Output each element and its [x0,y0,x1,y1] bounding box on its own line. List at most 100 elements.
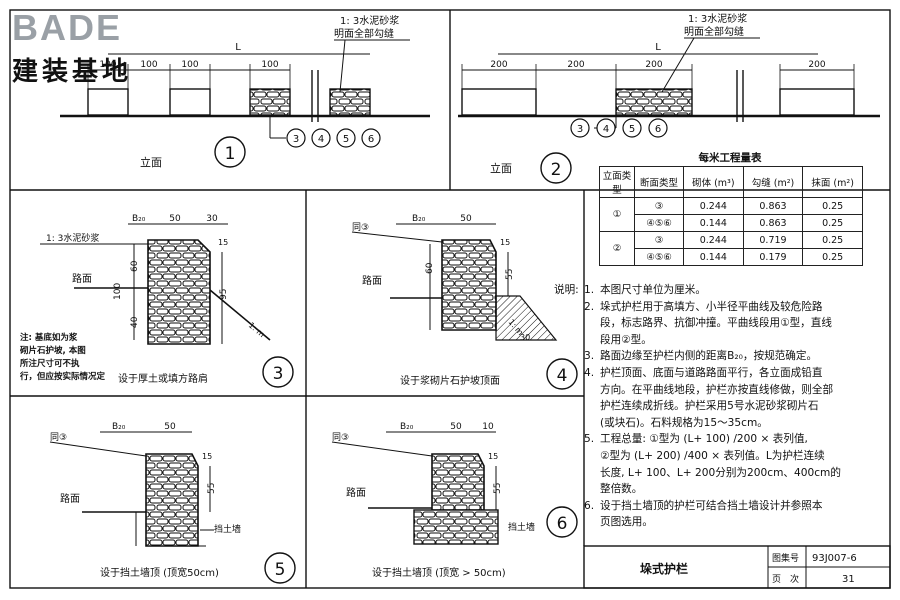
caption: 设于厚土或填方路肩 [118,372,208,385]
dim-55: 55 [493,483,503,494]
table-title: 每米工程量表 [699,151,762,164]
pier [461,88,537,116]
table-header: 断面类型 [634,166,684,198]
dim-40: 40 [130,316,140,328]
ref-label: 同③ [332,432,349,443]
ref-label: 同③ [50,432,67,443]
note-number: 1. [584,284,595,296]
logo: BADE 建装基地 [12,7,132,87]
logo-brand: BADE [12,7,122,48]
note-text: 工程总量: ①型为 (L+ 100) /200 × 表列值, [600,433,808,446]
table-header-row: 立面类型 断面类型 砌体 (m³) 勾缝 (m²) 抹面 (m²) [599,166,863,198]
table-cell: 0.863 [742,214,804,232]
ref-label: 同③ [352,222,369,233]
table-row: ① ③ 0.244 0.863 0.25 [599,197,863,232]
dim-total: L [655,42,661,53]
caption: 设于挡土墙顶 (顶宽 > 50cm) [372,566,506,579]
table-row: ④⑤⑥ 0.144 0.863 0.25 [600,214,863,232]
leader-line [351,231,443,243]
note-line: 护栏连续成折线。护栏采用5号水泥砂浆砌片石 [554,398,890,415]
road-label: 路面 [362,274,382,287]
note-number: 4. [584,366,595,379]
note-line: 3.路面边缘至护栏内侧的距离B₂₀，按规范确定。 [554,348,890,365]
view-label: 立面 [490,161,512,175]
mortar-note: 1: 3水泥砂浆 [688,12,747,25]
note-text: 护栏顶面、底面与道路路面平行，各立面成铅直 [600,366,823,379]
note-text: 设于挡土墙顶的护栏可结合挡土墙设计并参照本 [600,499,823,512]
b-label: B₂₀ [400,422,414,432]
table-cell: 0.863 [742,197,804,215]
note-text: 本图尺寸单位为厘米。 [600,284,706,296]
guard-pier-section [441,239,497,331]
detail-number-circle [540,152,572,184]
note-text: 整倍数。 [600,483,643,496]
b-label: B₂₀ [412,214,426,224]
mortar-label: 1: 3水泥砂浆 [46,232,99,244]
pier-masonry [615,88,693,116]
note-text: 砌片石护坡, 本图 [19,345,86,356]
pier [87,88,129,116]
note-line: ②型为 (L+ 200) /400 × 表列值。L为护栏连续 [554,448,890,465]
note-text: 垛式护栏用于高填方、小半径平曲线及较危险路 [600,300,823,313]
logo-subtitle: 建装基地 [12,57,132,87]
note-number [584,465,600,482]
section-marker [596,118,616,138]
note-number: 2. [584,300,595,313]
dim-55: 55 [207,483,217,494]
leader-line [339,39,346,93]
pier [779,88,855,116]
table-cell: 0.25 [802,214,863,232]
table-cell: 0.144 [683,214,744,232]
road-label: 路面 [72,272,92,285]
section-marker [286,128,306,148]
leader-line [49,441,147,457]
note-number: 3. [584,350,595,363]
road-label: 路面 [346,486,366,499]
note-line: 页图选用。 [554,514,890,531]
note-text: 长度, L+ 100、L+ 200分别为200cm、400cm的 [600,466,841,479]
note-line: 长度, L+ 100、L+ 200分别为200cm、400cm的 [554,465,890,482]
note-number [584,481,600,498]
dim-55: 55 [505,269,515,280]
table-cell: 0.25 [802,197,863,215]
note-line: 段用②型。 [554,332,890,349]
mortar-note: 1: 3水泥砂浆 [340,14,399,27]
table-cell: 0.25 [802,231,863,249]
table-cell: 0.25 [802,248,863,266]
table-header: 砌体 (m³) [683,166,744,198]
table-cell: 0.244 [683,197,744,215]
retaining-wall [413,509,499,545]
slope-line [209,289,271,341]
caption: 设于浆砌片石护坡顶面 [400,374,500,387]
drawing-title: 垛式护栏 [640,561,688,576]
section-marker [648,118,668,138]
section-marker [336,128,356,148]
table-cell: 0.719 [742,231,804,249]
dim-10: 10 [482,422,494,432]
dim-100: 100 [181,60,198,70]
section-marker [311,128,331,148]
table-cell-elev: ① [599,197,635,232]
note-number [584,514,600,531]
leader-line [331,441,433,457]
dim-50: 50 [169,214,181,224]
note-number: 5. [584,433,595,446]
note-text: 护栏连续成折线。护栏采用5号水泥砂浆砌片石 [600,400,819,413]
detail-number: 6 [557,514,568,534]
mortar-note: 明面全部勾缝 [334,27,394,40]
note-line: 整倍数。 [554,481,890,498]
note-number [584,382,600,399]
elevation-1: L 100 100 100 100 1: 3水泥砂浆 明面全部勾缝 3 4 5 … [60,14,430,169]
detail-number-circle [264,552,296,584]
section-marker [570,118,590,138]
dim-total: L [235,42,241,53]
view-label: 立面 [140,155,162,169]
atlas-value: 93J007-6 [812,553,857,564]
section-marker-label: 3 [577,124,583,135]
atlas-label: 图集号 [772,552,799,564]
detail-number-circle [214,136,246,168]
section-6: 路面 挡土墙 同③ B₂₀ 50 10 15 55 设于挡土墙顶 (顶宽 > 5… [331,422,578,579]
dim-15: 15 [488,452,498,461]
dim-15: 15 [500,238,510,247]
